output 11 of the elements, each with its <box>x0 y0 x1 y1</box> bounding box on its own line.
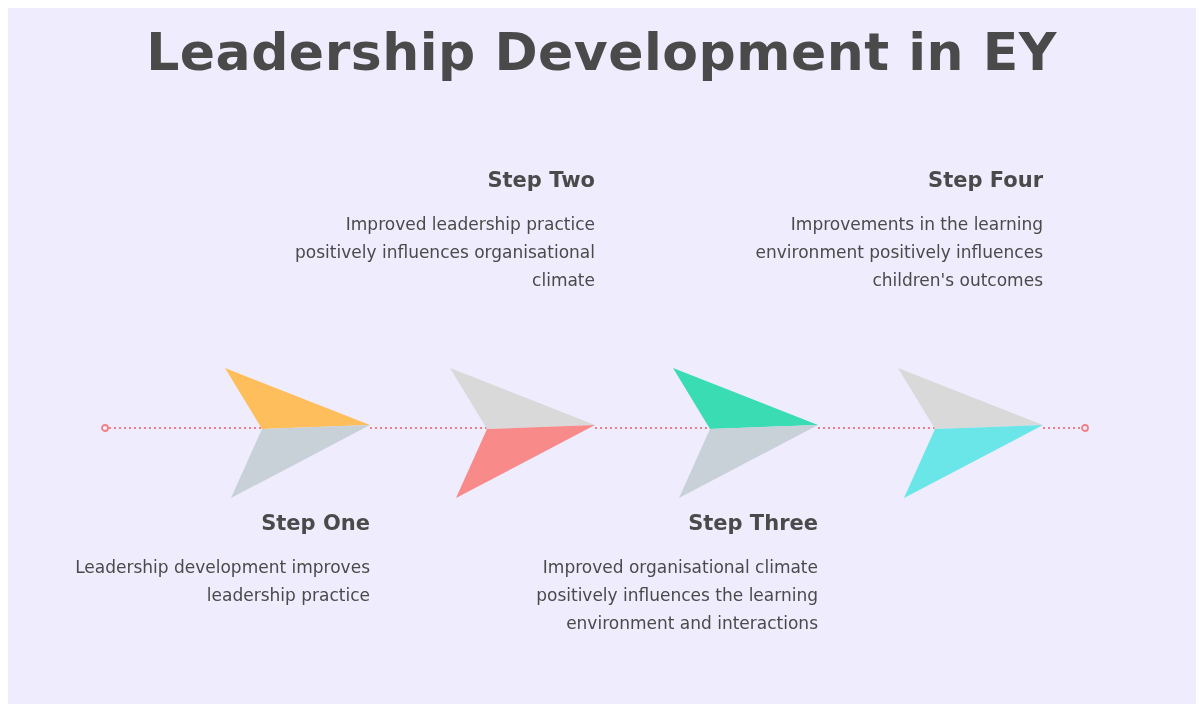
dotted-connector <box>108 427 263 429</box>
step-description: Improvements in the learning environment positively influences children's outcomes <box>754 213 1043 292</box>
diagram-title: Leadership Development in EY <box>145 22 1058 82</box>
step-heading: Step Three <box>688 511 818 535</box>
step-heading: Step Two <box>487 168 595 192</box>
step-description: Leadership development improves leadership practice <box>74 556 370 607</box>
step-description: Improved leadership practice positively influences organisational climate <box>295 213 595 292</box>
dotted-connector <box>1042 427 1082 429</box>
step-heading: Step One <box>261 511 370 535</box>
step-description: Improved organisational climate positively influences the learning environment and interactions <box>535 556 818 635</box>
step-heading: Step Four <box>928 168 1043 192</box>
